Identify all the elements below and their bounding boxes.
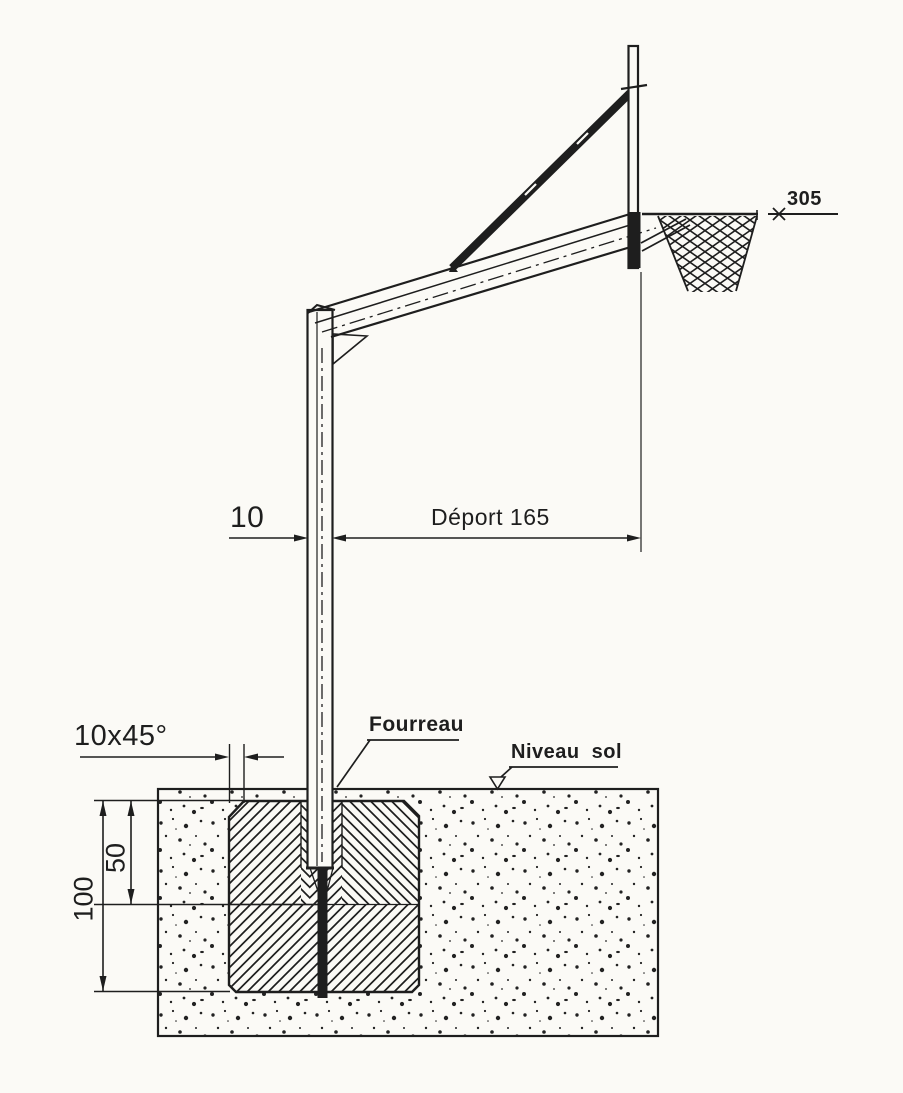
pole: [306, 308, 334, 870]
dimension-rim-height: [768, 207, 838, 221]
leader-fourreau: [336, 739, 459, 788]
net-left-edge: [657, 215, 689, 292]
label-ground-level: Niveau sol: [511, 741, 623, 763]
rim-mount-plate: [629, 212, 641, 268]
dimension-graphics: [80, 207, 838, 993]
diagonal-strut: [449, 90, 633, 272]
dim-label-pole-width: 10: [230, 501, 265, 534]
gusset-plate: [332, 333, 370, 366]
ground-level-triangle-icon: [488, 776, 507, 791]
arm-end-cap: [307, 303, 336, 314]
dim-label-offset: Déport 165: [431, 504, 550, 530]
support-arm: [307, 212, 657, 366]
dim-label-rim-height: 305: [787, 188, 822, 210]
dim-label-chamfer: 10x45°: [74, 720, 168, 752]
star-marker: [772, 207, 786, 221]
dimension-50: [127, 801, 135, 904]
dim-label-foundation-depth: 100: [68, 876, 99, 922]
label-sleeve: Fourreau: [369, 713, 465, 736]
dim-label-sleeve-depth: 50: [100, 842, 131, 874]
strut-attachment-tick: [620, 83, 648, 91]
sleeve-lower-tube: [317, 868, 328, 998]
strut-foot: [449, 264, 458, 272]
net: [657, 215, 758, 292]
sleeve-wall-right: [333, 801, 342, 904]
dimension-offset: [229, 272, 642, 552]
arm-centerline: [321, 227, 657, 333]
dimension-chamfer: [80, 744, 284, 803]
dimension-100: [99, 801, 107, 991]
net-right-edge: [735, 215, 758, 292]
leader-niveau-sol: [488, 766, 618, 791]
